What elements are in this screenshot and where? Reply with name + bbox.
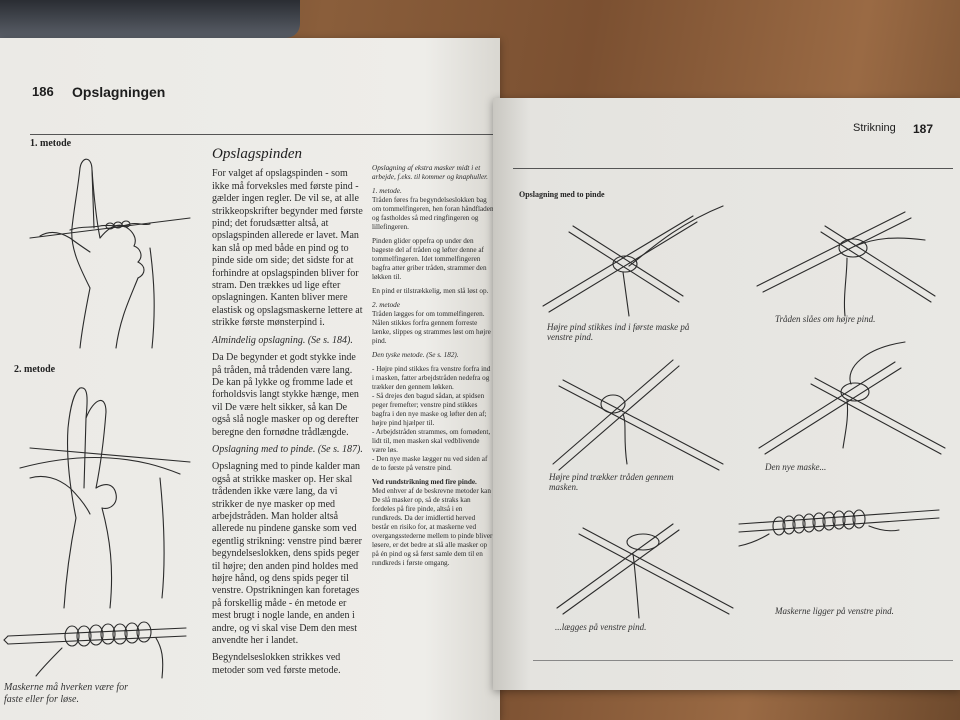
col2-method2-text: Tråden lægges for om tommelfingeren. Nål…	[372, 310, 491, 345]
section1-paragraph: Da De begynder et godt stykke inde på tr…	[212, 352, 359, 438]
method2-label: 2. metode	[14, 364, 56, 375]
method1-label: 1. metode	[30, 138, 72, 149]
side-text-column: Opslagning af ekstra masker midt i et ar…	[372, 164, 494, 573]
right-page: Strikning 187 Opslagning med to pinde Hø…	[493, 98, 960, 690]
col2-method1-text3: En pind er tilstrækkelig, men slå løst o…	[372, 287, 489, 295]
diagram-1	[542, 205, 724, 317]
left-top-rule	[30, 134, 500, 135]
left-page-number: 186	[32, 84, 54, 99]
right-page-number: 187	[913, 122, 934, 136]
german-method-heading: Den tyske metode. (Se s. 182).	[372, 351, 459, 359]
hand-illustration-2	[19, 387, 191, 609]
main-text-column: Opslagspinden For valget af opslagspinde…	[212, 146, 364, 682]
right-bottom-rule	[533, 660, 953, 661]
caption-3: Højre pind trækker tråden gennem masken.	[549, 472, 674, 492]
german-method-text4: - Den nye maske lægger nu ved siden af d…	[372, 455, 488, 472]
section2-paragraph: Opslagning med to pinde kalder man også …	[212, 461, 362, 647]
extra-stitches-heading: Opslagning af ekstra masker midt i et ar…	[372, 164, 488, 181]
hand-illustration-1	[29, 158, 191, 349]
right-top-rule	[513, 168, 953, 169]
round-knitting-heading: Ved rundstrikning med fire pinde.	[372, 478, 477, 486]
section1-heading: Almindelig opslagning. (Se s. 184).	[212, 334, 353, 346]
intro-paragraph: For valget af opslagspinden - som ikke m…	[212, 168, 363, 329]
caption-5: ...lægges på venstre pind.	[555, 622, 647, 632]
left-page: 186 Opslagningen 1. metode 2. metode	[0, 38, 500, 720]
diagram-2	[756, 211, 936, 317]
diagram-4	[758, 341, 946, 455]
diagram-3	[552, 359, 724, 471]
diagram-5	[556, 523, 734, 619]
section2-end: Begyndelseslokken strikkes ved metoder s…	[212, 652, 341, 676]
left-running-head: Opslagningen	[72, 84, 166, 100]
caption-6: Maskerne ligger på venstre pind.	[775, 606, 894, 616]
round-knitting-text: Med enhver af de beskrevne metoder kan D…	[372, 487, 493, 567]
section2-heading: Opslagning med to pinde. (Se s. 187).	[212, 443, 363, 455]
diagram-6	[738, 509, 940, 547]
german-method-text: - Højre pind stikkes fra venstre forfra …	[372, 365, 491, 391]
right-running-head: Strikning	[853, 122, 896, 134]
needle-stitches-illustration	[3, 621, 187, 679]
right-section-label: Opslagning med to pinde	[519, 190, 605, 199]
binder-edge	[0, 0, 300, 38]
col2-method2-label: 2. metode	[372, 301, 400, 309]
german-method-text2: - Så drejes den bagud sådan, at spidsen …	[372, 392, 487, 427]
section-title: Opslagspinden	[212, 146, 302, 162]
figure-caption: Maskerne må hverken være for faste eller…	[4, 682, 129, 705]
caption-2: Tråden slåes om højre pind.	[775, 314, 876, 324]
caption-4: Den nye maske...	[765, 462, 827, 472]
col2-method1-label: 1. metode.	[372, 187, 402, 195]
col2-method1-text2: Pinden glider oppefra op under den bages…	[372, 237, 487, 281]
col2-method1-text: Tråden føres fra begyndelseslokken bag o…	[372, 196, 494, 231]
german-method-text3: - Arbejdstråden strammes, om fornødent, …	[372, 428, 491, 454]
caption-1: Højre pind stikkes ind i første maske på…	[547, 322, 690, 342]
